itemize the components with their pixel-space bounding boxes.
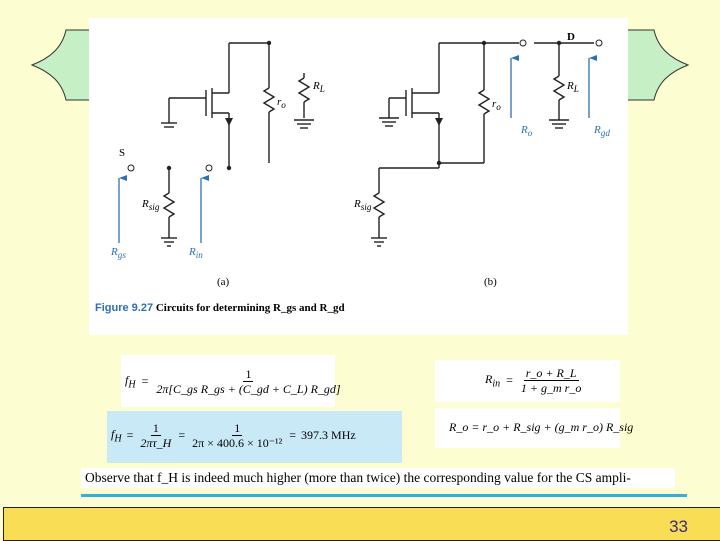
ro-meter-label: Ro: [521, 124, 533, 139]
footer-bar: 33: [3, 507, 720, 541]
rin-equals: =: [506, 373, 513, 387]
rin-formula-box: Rin = r_o + R_L 1 + g_m r_o: [435, 360, 620, 402]
ro-formula: R_o = r_o + R_sig + (g_m r_o) R_sig: [449, 420, 634, 434]
equals-sign-3: =: [289, 428, 297, 442]
observe-text: Observe that f_H is indeed much higher (…: [81, 468, 675, 488]
circuit-diagram: [118, 39, 603, 247]
rsig-b-label: Rsig: [354, 198, 372, 213]
rin-denominator: 1 + g_m r_o: [520, 381, 582, 395]
ro-a-label: ro: [277, 96, 286, 111]
fh-frac-1: 1 2πτ_H: [138, 421, 173, 450]
fh-numeric-lhs: fH: [111, 426, 122, 445]
divider-rule: [81, 494, 687, 497]
figure-caption: Figure 9.27 Circuits for determining R_g…: [95, 302, 345, 314]
fig-label-a: (a): [217, 276, 230, 288]
rgs-label: Rgs: [111, 246, 126, 261]
frac2-num: 1: [232, 421, 243, 436]
rin-lhs: Rin: [485, 371, 501, 390]
equals-sign: =: [141, 374, 149, 388]
fh-numeric-box: fH = 1 2πτ_H = 1 2π × 400.6 × 10⁻¹² = 39…: [107, 411, 402, 463]
node-s-label: S: [119, 147, 126, 159]
fh-denominator: 2π[C_gs R_gs + (C_gd + C_L) R_gd]: [156, 382, 341, 396]
rgd-label: Rgd: [594, 124, 610, 139]
figure-caption-text: Circuits for determining R_gs and R_gd: [155, 302, 345, 314]
fh-result: 397.3 MHz: [301, 428, 356, 442]
rl-b-label: RL: [567, 80, 579, 95]
ro-b-label: ro: [492, 98, 501, 113]
figure-number: Figure 9.27: [95, 302, 154, 314]
frac1-num: 1: [150, 421, 161, 436]
circuit-figure: S D Rsig ro RL Rgs Rin Rsig ro RL Ro Rgd…: [89, 18, 628, 335]
rin-fraction: r_o + R_L 1 + g_m r_o: [519, 366, 583, 395]
rin-label: Rin: [189, 246, 203, 261]
fig-label-b: (b): [484, 276, 497, 288]
frac2-den: 2π × 400.6 × 10⁻¹²: [192, 436, 283, 450]
rsig-a-label: Rsig: [142, 198, 160, 213]
fh-frac-2: 1 2π × 400.6 × 10⁻¹²: [190, 421, 284, 450]
equals-sign-1: =: [126, 428, 134, 442]
fh-formula-box: fH = 1 2π[C_gs R_gs + (C_gd + C_L) R_gd]: [121, 355, 341, 407]
frac1-den: 2πτ_H: [140, 436, 172, 450]
rin-numerator: r_o + R_L: [523, 366, 579, 381]
node-d-label: D: [567, 31, 575, 43]
equals-sign-2: =: [178, 428, 186, 442]
page-number: 33: [669, 517, 688, 536]
fh-numerator: 1: [243, 367, 254, 382]
rl-a-label: RL: [313, 80, 325, 95]
fh-fraction: 1 2π[C_gs R_gs + (C_gd + C_L) R_gd]: [154, 367, 342, 396]
ro-formula-box: R_o = r_o + R_sig + (g_m r_o) R_sig: [435, 408, 633, 448]
fh-lhs: fH: [125, 372, 136, 391]
